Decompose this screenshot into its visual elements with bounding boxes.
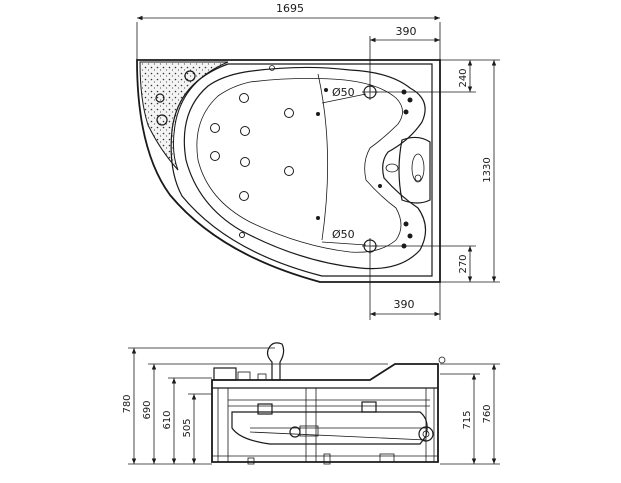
apron-height-label: 610 xyxy=(162,410,173,429)
drain-lower: Ø50 xyxy=(321,228,378,254)
headrest xyxy=(266,342,285,381)
side-tub-body xyxy=(211,363,439,463)
side-jet-icon xyxy=(401,89,407,95)
side-basin xyxy=(231,411,428,445)
side-jet-icon xyxy=(407,97,413,103)
pump-icon xyxy=(257,403,273,415)
side-jet-icon xyxy=(401,243,407,249)
drain-icon xyxy=(418,426,434,442)
outer-height-label: 760 xyxy=(482,404,493,423)
side-frame xyxy=(217,388,435,462)
overall-width-label: 1695 xyxy=(276,2,304,15)
valve-icon xyxy=(361,401,377,413)
overflow-icon xyxy=(438,356,446,364)
tub-basin xyxy=(183,66,427,270)
jet-icon xyxy=(284,108,294,118)
tub-outer-shell xyxy=(136,59,441,283)
side-depth-label: 1330 xyxy=(482,157,493,182)
handle-icon xyxy=(156,114,168,126)
floor-height-label: 505 xyxy=(182,418,193,437)
basin-floor xyxy=(196,78,403,253)
drain-diameter-upper-label: Ø50 xyxy=(332,86,355,99)
jet-icon xyxy=(284,166,294,176)
side-console xyxy=(398,136,431,204)
fitting-icon xyxy=(289,426,301,438)
overflow-icon xyxy=(385,163,399,173)
side-jet-icon xyxy=(316,112,320,116)
drain-upper: Ø50 xyxy=(321,84,378,104)
right-height-dimensions: 715 760 xyxy=(440,363,500,465)
faucet-icon xyxy=(213,367,237,381)
outlet-offset-bottom-label: 390 xyxy=(394,298,415,311)
jet-icon xyxy=(239,93,249,103)
outlet-offset-top-dimension: 390 xyxy=(369,25,440,92)
air-button-icon xyxy=(269,65,275,71)
outlet-offset-bottom-dimension: 390 xyxy=(369,250,441,320)
jet-icon xyxy=(240,157,250,167)
drain-diameter-lower-label: Ø50 xyxy=(332,228,355,241)
upper-gap-label: 240 xyxy=(458,68,469,87)
jet-icon xyxy=(210,151,220,161)
side-jet-icon xyxy=(324,88,328,92)
jets xyxy=(210,93,294,238)
side-depth-dimension: 240 1330 270 xyxy=(372,59,500,283)
lower-gap-label: 270 xyxy=(458,254,469,273)
seat-divider xyxy=(317,73,329,241)
inner-height-label: 715 xyxy=(462,410,473,429)
total-height-label: 780 xyxy=(122,394,133,413)
jet-icon xyxy=(210,123,220,133)
side-view: 780 690 610 505 715 760 xyxy=(122,342,500,465)
side-jet-icon xyxy=(407,233,413,239)
side-jets xyxy=(316,88,413,249)
tub-rim xyxy=(170,63,433,277)
console-control xyxy=(411,153,425,183)
corner-deck xyxy=(139,61,229,171)
handle-icon xyxy=(155,93,165,103)
side-jet-icon xyxy=(403,221,409,227)
side-jet-icon xyxy=(378,184,382,188)
jet-icon xyxy=(239,191,249,201)
top-view: 1695 390 390 240 1330 270 xyxy=(136,2,500,320)
jet-icon xyxy=(240,126,250,136)
side-jet-icon xyxy=(316,216,320,220)
left-height-dimensions: 780 690 610 505 xyxy=(122,347,388,465)
outlet-offset-top-label: 390 xyxy=(396,25,417,38)
rim-height-label: 690 xyxy=(142,400,153,419)
jet-icon xyxy=(239,232,245,238)
width-dimension: 1695 xyxy=(136,2,441,65)
side-jet-icon xyxy=(403,109,409,115)
faucet-icon xyxy=(184,70,196,82)
